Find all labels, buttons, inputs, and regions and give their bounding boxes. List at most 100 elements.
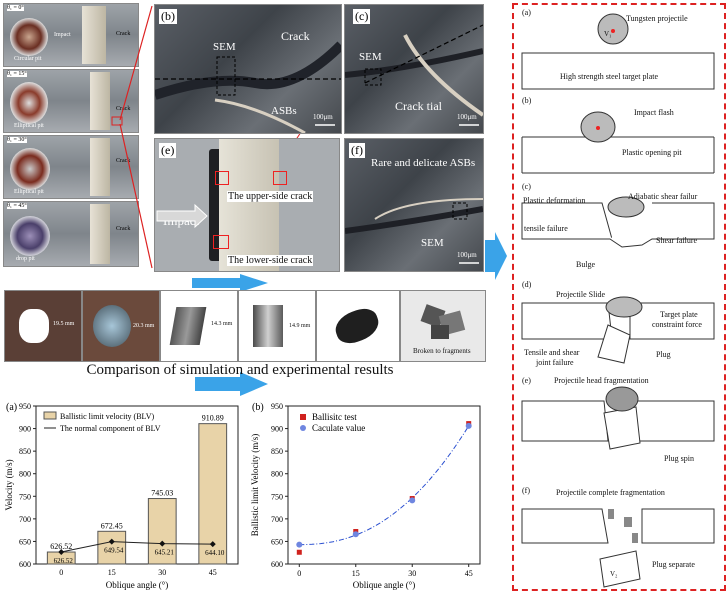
photo-row-1: θ₁ = 15° Elliptical pit Crack bbox=[3, 69, 139, 133]
bar-ytick-label: 800 bbox=[19, 470, 31, 479]
schem-label-b: (b) bbox=[522, 96, 532, 105]
bar-ytick-label: 600 bbox=[19, 560, 31, 569]
asbs-label-f: Rare and delicate ASBs bbox=[371, 157, 476, 169]
crack-label-0: Crack bbox=[116, 31, 131, 37]
pit-label-2: Elliptical pit bbox=[14, 189, 44, 195]
legend-swatch-test bbox=[300, 414, 306, 420]
dim-1: 19.5 mm bbox=[53, 321, 75, 327]
panel-label-c: (c) bbox=[353, 9, 371, 24]
bar bbox=[198, 423, 228, 565]
photo-row-2: θ₁ = 30° Elliptical pit Crack bbox=[3, 135, 139, 199]
schem-label-a: (a) bbox=[522, 8, 531, 17]
comp-img-2: 20.3 mm bbox=[82, 290, 160, 362]
calc-point bbox=[465, 422, 472, 429]
schem-label-c: (c) bbox=[522, 182, 531, 191]
panel-label-e: (e) bbox=[159, 143, 177, 158]
comp-img-3: 14.3 mm bbox=[160, 290, 238, 362]
dim-4: 14.9 mm bbox=[289, 323, 311, 329]
slide-label: Projectile Slide bbox=[556, 290, 606, 299]
adiabatic-label: Adiabatic shear failur bbox=[628, 192, 698, 201]
scatter-ytick-label: 850 bbox=[271, 447, 283, 456]
broken-label: Broken to fragments bbox=[413, 347, 471, 355]
plastic-pit-label: Plastic opening pit bbox=[622, 148, 682, 157]
impact-flash-label: Impact flash bbox=[634, 108, 674, 117]
calc-point bbox=[296, 541, 303, 548]
bar-value-label: 745.03 bbox=[151, 489, 173, 498]
normal-component-point bbox=[58, 549, 65, 556]
bar-ytick-label: 750 bbox=[19, 492, 31, 501]
constraint-label-2: constraint force bbox=[652, 320, 702, 329]
asbs-label-b: ASBs bbox=[271, 105, 297, 117]
sem-panel-f: (f) Rare and delicate ASBs SEM 100μm bbox=[344, 138, 484, 272]
bar-ytick-label: 700 bbox=[19, 515, 31, 524]
crack-label-2: Crack bbox=[116, 158, 131, 164]
schematic-drawing bbox=[521, 13, 715, 588]
angle-label-3: θ₁ = 45° bbox=[7, 203, 27, 209]
comp-img-6: Broken to fragments bbox=[400, 290, 486, 362]
bar-ylabel: Velocity (m/s) bbox=[4, 459, 14, 510]
head-frag-label: Projectile head fragmentation bbox=[554, 376, 649, 385]
pit-label-0: Circular pit bbox=[14, 56, 42, 62]
complete-frag-label: Projectile complete fragmentation bbox=[556, 488, 665, 497]
v2-label: V₂ bbox=[610, 570, 618, 578]
pit-label-1: Elliptical pit bbox=[14, 123, 44, 129]
scale-label-f: 100μm bbox=[457, 251, 477, 259]
bar-value-label: 672.45 bbox=[101, 521, 123, 530]
comp-img-5 bbox=[316, 290, 400, 362]
dim-2: 20.3 mm bbox=[133, 323, 155, 329]
normal-component-line bbox=[61, 541, 213, 553]
v1-label: V₁ bbox=[604, 30, 612, 38]
comp-img-1: 19.5 mm bbox=[4, 290, 82, 362]
scatter-ytick-label: 800 bbox=[271, 470, 283, 479]
scatter-xtick-label: 30 bbox=[408, 569, 416, 578]
normal-component-point bbox=[108, 538, 115, 545]
bar-panel-label: (a) bbox=[6, 402, 17, 413]
angle-label-0: θ₁ = 0° bbox=[7, 5, 24, 11]
plastic-def-label: Plastic deformation bbox=[523, 196, 586, 205]
scale-label-c: 100μm bbox=[457, 113, 477, 121]
bar-ytick-label: 650 bbox=[19, 537, 31, 546]
bar-xtick-label: 0 bbox=[59, 568, 63, 577]
plug-label: Plug bbox=[656, 350, 671, 359]
comparison-caption: Comparison of simulation and experimenta… bbox=[86, 362, 394, 378]
scatter-xtick-label: 0 bbox=[297, 569, 301, 578]
sem-label-b: SEM bbox=[213, 41, 236, 53]
sem-label-f: SEM bbox=[421, 237, 444, 249]
crack-label-3: Crack bbox=[116, 226, 131, 232]
scatter-xtick-label: 45 bbox=[465, 569, 473, 578]
tungsten-label: Tungsten projectile bbox=[626, 14, 688, 23]
schematic-panel bbox=[512, 3, 726, 591]
bar-ytick-label: 900 bbox=[19, 425, 31, 434]
scatter-ytick-label: 750 bbox=[271, 492, 283, 501]
scale-label-b: 100μm bbox=[313, 113, 333, 121]
angle-label-1: θ₁ = 15° bbox=[7, 71, 27, 77]
scatter-panel-label: (b) bbox=[252, 402, 264, 413]
scatter-xtick-label: 15 bbox=[352, 569, 360, 578]
comp-img-4: 14.9 mm bbox=[238, 290, 316, 362]
bar bbox=[147, 498, 177, 565]
angle-label-2: θ₁ = 30° bbox=[7, 137, 27, 143]
scatter-ylabel: Ballistic limit Velocity (m/s) bbox=[250, 434, 260, 537]
normal-value-label: 645.21 bbox=[155, 549, 175, 557]
schem-label-e: (e) bbox=[522, 376, 531, 385]
bar-xlabel: Oblique angle (°) bbox=[106, 580, 169, 590]
normal-value-label: 644.10 bbox=[205, 549, 225, 557]
bar-value-label: 626.52 bbox=[50, 542, 72, 551]
test-point bbox=[296, 549, 302, 555]
crack-label-b: Crack bbox=[281, 29, 310, 43]
left-photo-column: θ₁ = 0° Circular pit Impact Crack θ₁ = 1… bbox=[3, 3, 139, 267]
panel-label-b: (b) bbox=[159, 9, 177, 24]
photo-row-0: θ₁ = 0° Circular pit Impact Crack bbox=[3, 3, 139, 67]
schem-label-f: (f) bbox=[522, 486, 530, 495]
scatter-ytick-label: 950 bbox=[271, 402, 283, 411]
lower-crack-label: The lower-side crack bbox=[227, 255, 314, 266]
joint-label-2: joint failure bbox=[536, 358, 574, 367]
legend-swatch-calc bbox=[300, 425, 306, 431]
bar-ytick-label: 950 bbox=[19, 402, 31, 411]
bar-value-label: 910.89 bbox=[202, 414, 224, 423]
dim-3: 14.3 mm bbox=[211, 321, 233, 327]
bar-xtick-label: 45 bbox=[209, 568, 217, 577]
impact-label: Impact bbox=[54, 32, 71, 38]
